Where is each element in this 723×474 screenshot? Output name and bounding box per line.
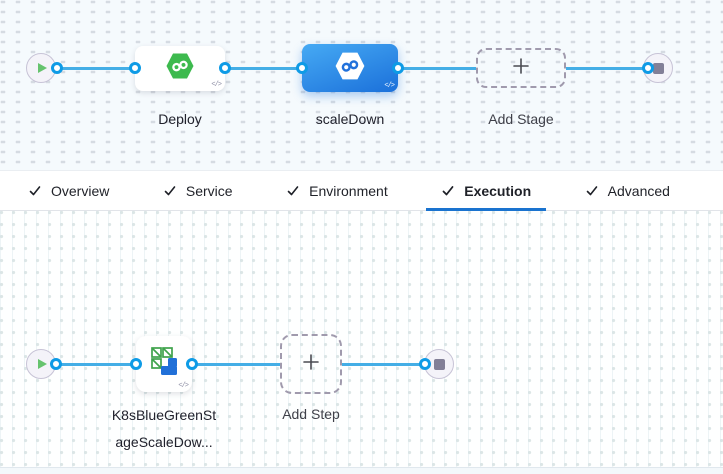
connector-line xyxy=(60,363,132,366)
connector-port xyxy=(186,358,198,370)
step-label-line1: K8sBlueGreenSt xyxy=(111,407,217,423)
connector-port xyxy=(51,62,63,74)
tab-label: Service xyxy=(185,182,233,199)
connector-line xyxy=(60,67,132,70)
check-icon xyxy=(286,184,300,198)
check-icon xyxy=(585,184,599,198)
connector-port xyxy=(50,358,62,370)
stage-config-tabs: Overview Service Environment Execution A… xyxy=(0,170,723,211)
connector-line xyxy=(228,67,299,70)
stop-icon xyxy=(433,358,445,370)
tab-label: Execution xyxy=(464,182,532,199)
execution-graph-canvas[interactable]: </> K8sBlueGreenSt ageScaleDow... Add St… xyxy=(0,211,723,467)
cd-hexagon-icon xyxy=(334,50,366,87)
tab-overview[interactable]: Overview xyxy=(13,171,124,210)
code-icon: </> xyxy=(211,81,222,89)
code-icon: </> xyxy=(384,82,395,90)
stop-icon xyxy=(652,62,664,74)
bottom-canvas-strip xyxy=(0,467,723,474)
add-step-button[interactable] xyxy=(280,334,342,394)
step-label-k8s-bluegreen-scaledown: K8sBlueGreenSt ageScaleDow... xyxy=(94,402,234,456)
step-label-line2: ageScaleDow... xyxy=(115,434,213,450)
plus-icon xyxy=(512,57,530,80)
check-icon xyxy=(441,184,455,198)
connector-port xyxy=(392,62,404,74)
stage-node-scaledown[interactable]: </> xyxy=(302,44,398,92)
check-icon xyxy=(163,184,177,198)
check-icon xyxy=(28,184,42,198)
tab-execution[interactable]: Execution xyxy=(426,171,547,211)
connector-line xyxy=(196,363,280,366)
tab-label: Advanced xyxy=(607,182,670,199)
step-node-k8s-bluegreen-scaledown[interactable]: </> xyxy=(136,336,192,392)
connector-line xyxy=(566,67,644,70)
add-stage-button[interactable] xyxy=(476,48,566,88)
cd-hexagon-icon xyxy=(165,51,195,86)
stage-graph-canvas[interactable]: </> </> xyxy=(0,0,723,170)
tab-advanced[interactable]: Advanced xyxy=(570,171,685,210)
connector-port xyxy=(130,358,142,370)
tab-label: Overview xyxy=(51,182,110,199)
stage-node-deploy[interactable]: </> xyxy=(135,46,225,91)
connector-port xyxy=(296,62,308,74)
connector-port xyxy=(419,358,431,370)
stage-label-deploy: Deploy xyxy=(158,111,202,127)
k8s-bluegreen-scaledown-icon xyxy=(148,346,180,383)
code-icon: </> xyxy=(178,382,189,390)
plus-icon xyxy=(302,353,320,376)
connector-line xyxy=(342,363,422,366)
connector-port xyxy=(642,62,654,74)
connector-port xyxy=(219,62,231,74)
tab-service[interactable]: Service xyxy=(148,171,248,210)
connector-port xyxy=(129,62,141,74)
play-icon xyxy=(38,359,47,369)
connector-line xyxy=(402,67,476,70)
stage-label-scaledown: scaleDown xyxy=(315,111,385,127)
tab-environment[interactable]: Environment xyxy=(271,171,403,210)
add-stage-label: Add Stage xyxy=(488,111,554,127)
play-icon xyxy=(38,63,47,73)
tab-label: Environment xyxy=(309,182,388,199)
add-step-label: Add Step xyxy=(282,406,340,422)
